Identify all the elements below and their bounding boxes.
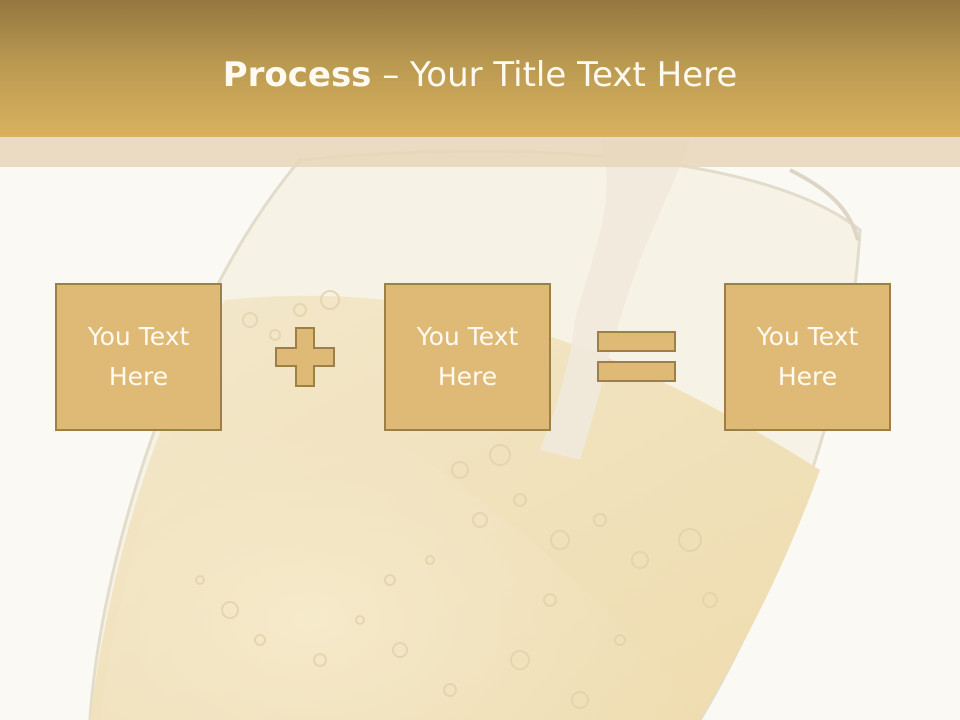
slide-title: Process – Your Title Text Here (0, 50, 960, 100)
title-underband (0, 137, 960, 167)
slide-title-bold: Process (222, 55, 372, 95)
process-box-2-label: You Text Here (416, 322, 519, 391)
process-box-3-label: You Text Here (756, 322, 859, 391)
slide-title-rest: – Your Title Text Here (371, 55, 738, 95)
title-bar (0, 0, 960, 137)
process-box-3[interactable]: You Text Here (724, 283, 891, 431)
process-box-1-label: You Text Here (87, 322, 190, 391)
plus-icon (275, 327, 335, 387)
process-box-1[interactable]: You Text Here (55, 283, 222, 431)
equals-icon (597, 331, 676, 382)
process-box-2[interactable]: You Text Here (384, 283, 551, 431)
